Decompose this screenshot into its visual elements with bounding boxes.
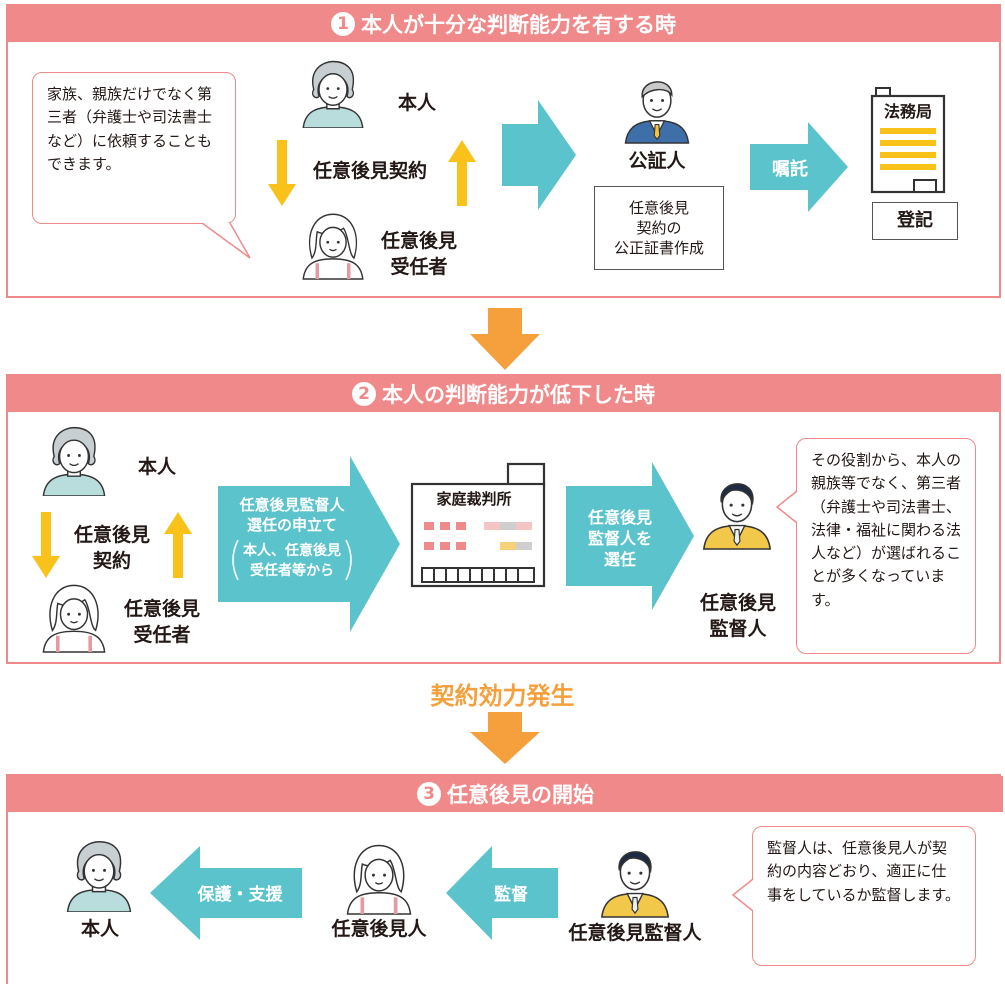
petition-label-line3: 本人、任意後見 [243,543,341,559]
orange-down-arrow-2 [470,712,540,764]
bubble-1-tail [201,222,251,259]
contract-effect-label: 契約効力発生 [430,682,575,710]
registration-box: 登記 [872,202,958,240]
petition-label-line2: 選任の申立て [246,516,337,534]
note-bubble-1-text: 家族、親族だけでなく第三者（弁護士や司法書士など）に依頼することもできます。 [47,85,213,173]
note-bubble-1: 家族、親族だけでなく第三者（弁護士や司法書士など）に依頼することもできます。 [32,72,236,224]
notary-man-icon [620,68,694,144]
elderly-woman-icon-3 [62,838,136,912]
honnin-label-1: 本人 [397,92,436,114]
court-building-icon [410,462,546,588]
court-label: 家庭裁判所 [436,490,512,508]
supervise-label: 監督 [494,885,528,905]
appoint-label-line3: 選任 [603,550,636,569]
orange-down-arrow-1 [470,308,540,370]
registration-label: 登記 [897,209,933,231]
jyunin-label-2-line2: 受任者 [133,624,191,646]
notary-box-line2: 契約の [636,218,682,237]
notary-label: 公証人 [628,150,686,172]
step-number-2: 2 [352,382,376,406]
petition-label-line4: 受任者等から [250,563,334,579]
note-bubble-2-text: その役割から、本人の親族等でなく、第三者（弁護士や司法書士、法律・福祉に関わる法… [811,451,962,609]
contract-label-1: 任意後見契約 [312,160,427,182]
contract-label-2-line2: 契約 [92,550,131,572]
bubble-3-tail [732,878,754,912]
teal-arrow-to-notary [502,100,576,210]
honnin-label-3: 本人 [80,918,119,940]
section-2-header: 2 本人の判断能力が低下した時 [8,376,999,412]
bubble-2-tail [776,490,798,524]
elderly-woman-icon [298,58,368,128]
appoint-label-line2: 監督人を [587,529,652,548]
appoint-label-line1: 任意後見 [587,508,652,527]
commission-label: 嘱託 [772,159,808,180]
petition-parenthesis [232,539,352,581]
legal-bureau-building-icon [870,87,946,194]
step-number-1: 1 [331,12,355,36]
supervisor-label-3: 任意後見監督人 [568,922,702,944]
legal-bureau-label: 法務局 [883,102,932,121]
notary-box-line3: 公正証書作成 [613,239,704,258]
supervisor-label-2-line2: 監督人 [709,618,767,640]
honnin-label-2: 本人 [137,456,176,478]
section-1-header: 1 本人が十分な判断能力を有する時 [8,6,999,42]
note-bubble-3: 監督人は、任意後見人が契約の内容どおり、適正に仕事をしているか監督します。 [752,826,976,966]
young-woman-icon [298,206,368,282]
section-2-title: 本人の判断能力が低下した時 [382,383,655,407]
protect-label: 保護・支援 [197,885,283,905]
step-number-3: 3 [417,782,441,806]
young-woman-icon-3 [342,838,416,916]
petition-label-line1: 任意後見監督人 [239,496,345,514]
supervisor-man-icon-3 [596,838,674,918]
jyunin-label-1-line1: 任意後見 [380,230,457,252]
note-bubble-3-text: 監督人は、任意後見人が契約の内容どおり、適正に仕事をしているか監督します。 [767,839,961,904]
up-arrow-yellow-icon-2 [164,512,192,578]
supervisor-man-icon [698,470,776,550]
down-arrow-yellow-icon [268,140,296,206]
teal-arrow-commission [750,122,848,212]
note-bubble-2: その役割から、本人の親族等でなく、第三者（弁護士や司法書士、法律・福祉に関わる法… [796,438,976,654]
notary-document-box: 任意後見 契約の 公正証書作成 [594,186,724,270]
contract-label-2-line1: 任意後見 [73,524,150,546]
up-arrow-yellow-icon [448,140,476,206]
teal-arrow-supervise [446,846,558,940]
teal-arrow-appoint [566,462,694,610]
down-arrow-yellow-icon-2 [32,512,60,578]
young-woman-icon-2 [38,578,110,654]
teal-arrow-petition [218,456,400,632]
section-3-title: 任意後見の開始 [447,783,594,807]
teal-arrow-protect [150,846,302,940]
guardian-label-3: 任意後見人 [331,918,427,940]
jyunin-label-2-line1: 任意後見 [123,598,200,620]
section-1-title: 本人が十分な判断能力を有する時 [361,13,676,37]
elderly-woman-icon-2 [38,424,110,496]
notary-box-line1: 任意後見 [628,198,689,217]
jyunin-label-1-line2: 受任者 [390,256,448,278]
supervisor-label-2-line1: 任意後見 [699,592,776,614]
section-3-header: 3 任意後見の開始 [8,776,1003,812]
